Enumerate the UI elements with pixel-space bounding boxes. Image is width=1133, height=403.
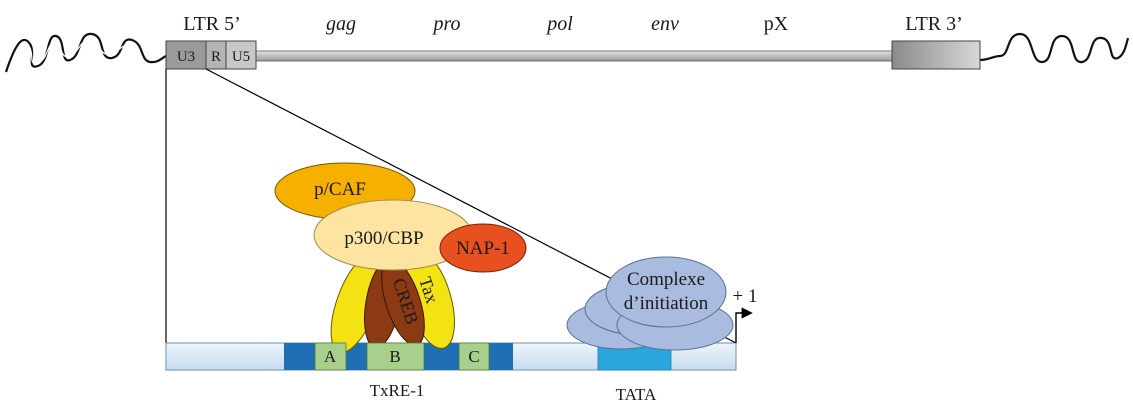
gene-env-label: env bbox=[651, 13, 679, 35]
provirus-genome-bar bbox=[255, 50, 895, 62]
gene-gag-label: gag bbox=[326, 13, 356, 35]
initiation-label-line1: Complexe bbox=[627, 269, 705, 290]
nap1-label: NAP-1 bbox=[456, 238, 510, 259]
ltr5: U3 R U5 bbox=[165, 40, 257, 70]
txre-box-c-label: C bbox=[468, 347, 479, 366]
ltr5-u3-label: U3 bbox=[177, 49, 195, 65]
txre-box-b-label: B bbox=[389, 347, 400, 366]
txre-box-c bbox=[458, 342, 490, 371]
initiation-ellipse-front bbox=[605, 256, 727, 328]
tata-label: TATA bbox=[616, 385, 657, 403]
host-dna-left-fill bbox=[9, 39, 133, 71]
ltr5-r-label: R bbox=[211, 49, 221, 65]
ltr5-u3-region bbox=[165, 40, 207, 70]
txre-box-a-label: A bbox=[324, 347, 337, 366]
txre-segment-2 bbox=[346, 343, 367, 370]
ltr3 bbox=[891, 40, 981, 70]
txre-segment-1 bbox=[284, 343, 315, 370]
ltr5-label: LTR 5’ bbox=[183, 13, 241, 35]
txre-segment-4 bbox=[489, 343, 513, 370]
p300-cbp-label: p300/CBP bbox=[344, 228, 423, 249]
transcription-start-arrow bbox=[735, 307, 753, 343]
ltr5-u5-label: U5 bbox=[232, 49, 250, 65]
pcaf-label: p/CAF bbox=[314, 179, 366, 200]
gene-pol-label: pol bbox=[545, 13, 573, 35]
gene-pro-label: pro bbox=[431, 13, 460, 35]
host-dna-left bbox=[4, 32, 167, 73]
nap1-ellipse bbox=[439, 223, 527, 273]
host-dna-right bbox=[979, 32, 1130, 64]
gene-px-label: pX bbox=[764, 13, 789, 35]
txre-box-b bbox=[366, 342, 425, 371]
initiation-label-line2: d’initiation bbox=[624, 293, 709, 314]
txre-label: TxRE-1 bbox=[370, 381, 425, 400]
ltr3-label: LTR 3’ bbox=[905, 13, 963, 35]
start-site-label: + 1 bbox=[733, 286, 758, 307]
ltr5-u5-region bbox=[225, 40, 257, 70]
txre-box-a bbox=[314, 342, 347, 371]
